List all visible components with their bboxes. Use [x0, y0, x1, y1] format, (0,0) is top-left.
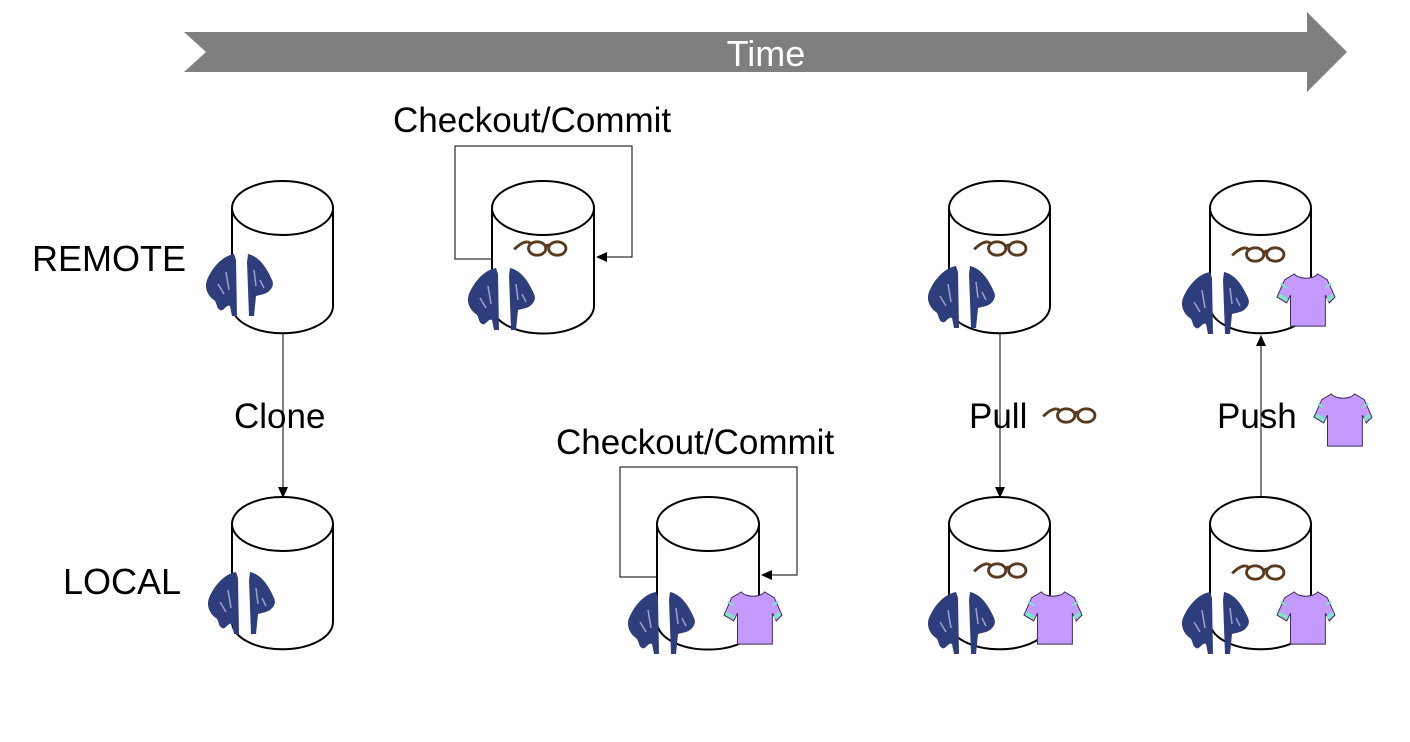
repo-remote-after-push: [1181, 180, 1337, 335]
local-checkout-commit-label: Checkout/Commit: [556, 423, 834, 462]
pull-label: Pull: [969, 397, 1027, 436]
repo-local-commit: [627, 496, 784, 655]
remote-checkout-commit-label: Checkout/Commit: [393, 101, 671, 140]
push-label: Push: [1217, 397, 1297, 436]
remote-checkout-commit-arrow: [454, 145, 633, 262]
repo-remote-before-pull: [927, 180, 1051, 335]
glasses-icon: [1041, 407, 1097, 424]
remote-row-label: REMOTE: [32, 238, 186, 279]
clone-label: Clone: [234, 397, 325, 436]
repo-remote-initial: [205, 180, 334, 335]
repo-remote-commit: [467, 180, 595, 335]
repo-local-before-push: [1181, 496, 1337, 655]
local-row-label: LOCAL: [63, 561, 181, 602]
timeline-label: Time: [727, 33, 806, 74]
local-checkout-commit-arrow: [619, 466, 798, 580]
timeline-arrow: Time: [184, 12, 1347, 92]
shirt-icon: [1312, 391, 1374, 449]
repo-local-after-pull: [927, 496, 1084, 655]
repo-local-initial: [207, 496, 334, 651]
